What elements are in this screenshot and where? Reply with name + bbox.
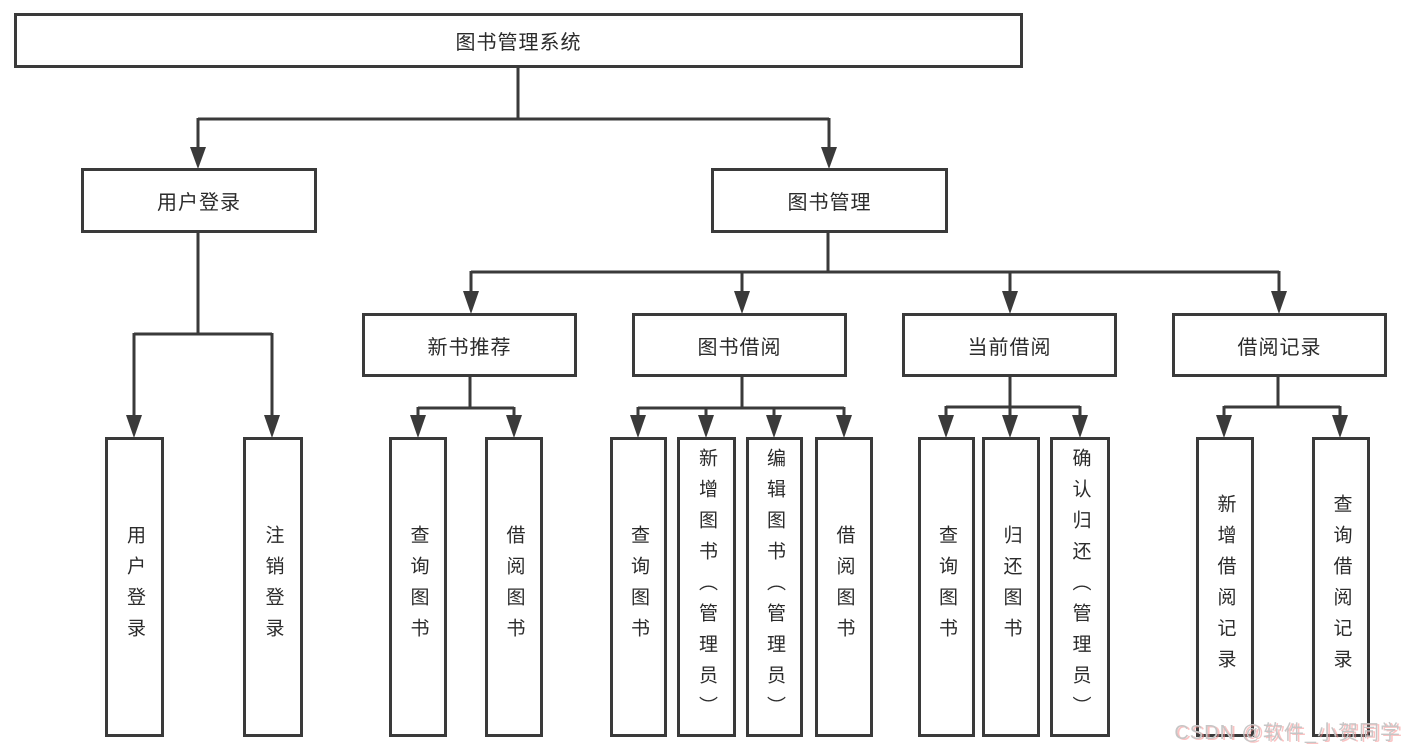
leaf-confirm-return-admin: 确认归还（管理员）	[1050, 437, 1110, 737]
node-book-borrow: 图书借阅	[632, 313, 847, 377]
node-user-login: 用户登录	[81, 168, 317, 233]
leaf-logout: 注销登录	[243, 437, 303, 737]
node-borrow-records: 借阅记录	[1172, 313, 1387, 377]
node-current-borrow: 当前借阅	[902, 313, 1117, 377]
node-new-book-recommend: 新书推荐	[362, 313, 577, 377]
leaf-add-books-admin: 新增图书（管理员）	[677, 437, 736, 737]
leaf-current-query-books: 查询图书	[918, 437, 975, 737]
csdn-watermark: CSDN @软件_小贺同学	[1174, 722, 1401, 744]
leaf-recommend-query-books: 查询图书	[389, 437, 447, 737]
leaf-borrow-query-books: 查询图书	[610, 437, 667, 737]
leaf-borrow-books: 借阅图书	[815, 437, 873, 737]
leaf-edit-books-admin: 编辑图书（管理员）	[746, 437, 803, 737]
leaf-query-borrow-record: 查询借阅记录	[1312, 437, 1370, 737]
node-root-library-system: 图书管理系统	[14, 13, 1023, 68]
leaf-return-books: 归还图书	[982, 437, 1040, 737]
node-book-management: 图书管理	[711, 168, 948, 233]
leaf-user-login: 用户登录	[105, 437, 164, 737]
leaf-recommend-borrow-books: 借阅图书	[485, 437, 543, 737]
leaf-add-borrow-record: 新增借阅记录	[1196, 437, 1254, 737]
